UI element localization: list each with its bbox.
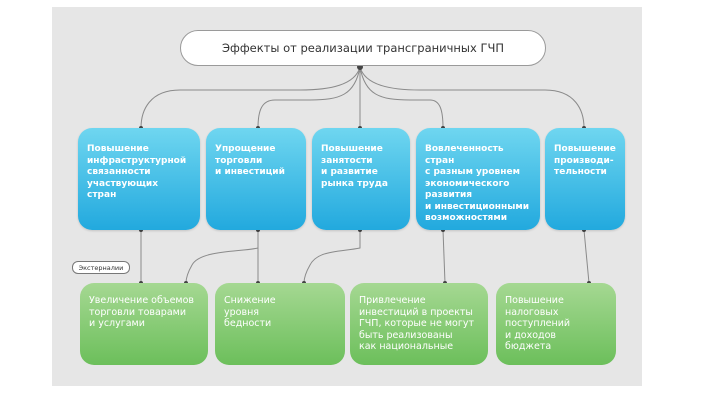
connector [583,229,590,284]
outcome-box-tax: Повышение налоговых поступлений и доходо… [496,283,616,365]
effect-box-trade: Упрощение торговли и инвестиций [206,128,306,230]
connector [257,66,361,129]
connector [442,229,446,284]
connector [359,66,444,129]
connector [185,247,259,284]
connector [359,66,585,129]
connector [303,230,361,284]
effect-box-employment: Повышение занятости и развитие рынка тру… [312,128,410,230]
externalities-label: Экстерналии [72,261,130,274]
effect-box-productivity: Повышение производи- тельности [545,128,625,230]
effect-box-involvement: Вовлеченность стран с разным уровнем эко… [416,128,540,230]
outcome-box-investment: Привлечение инвестиций в проекты ГЧП, ко… [350,283,488,365]
outcome-box-trade-volume: Увеличение объемов торговли товарами и у… [80,283,208,365]
diagram-title: Эффекты от реализации трансграничных ГЧП [180,30,546,66]
outcome-box-poverty: Снижение уровня бедности [215,283,345,365]
effect-box-infrastructure: Повышение инфраструктурной связанности у… [78,128,200,230]
connector [140,66,361,129]
